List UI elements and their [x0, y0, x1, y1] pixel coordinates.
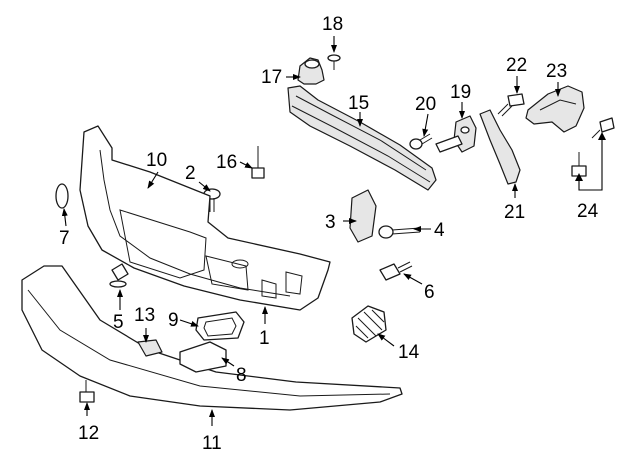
callout-24: 24	[577, 201, 599, 222]
part-19-absorber	[435, 115, 477, 153]
callout-8: 8	[236, 365, 247, 386]
callout-12: 12	[78, 423, 99, 444]
part-5-clip	[109, 263, 129, 288]
callout-11: 11	[202, 433, 222, 454]
part-20-bolt	[409, 133, 433, 150]
callout-15: 15	[348, 93, 369, 114]
part-12-clip	[79, 380, 95, 403]
callout-18: 18	[322, 14, 343, 35]
callout-14: 14	[398, 342, 420, 363]
part-15-impact-bar	[287, 85, 437, 191]
part-4-bolt	[378, 225, 421, 239]
callout-6: 6	[424, 282, 435, 303]
part-7-cap	[55, 183, 69, 209]
part-22-bolt	[497, 93, 525, 117]
part-6-bolt	[379, 261, 413, 281]
callout-22: 22	[506, 55, 527, 76]
part-21-bracket	[479, 109, 521, 185]
callout-7: 7	[59, 228, 70, 249]
callout-23: 23	[546, 61, 567, 82]
part-14-grille-insert	[351, 305, 387, 343]
part-11-spoiler	[21, 265, 403, 411]
part-18-pin	[327, 54, 341, 70]
callout-10: 10	[146, 150, 167, 171]
callout-13: 13	[134, 305, 155, 326]
callout-16: 16	[216, 152, 237, 173]
part-17-guide	[297, 57, 325, 85]
callout-21: 21	[504, 202, 525, 223]
callout-2: 2	[185, 163, 196, 184]
part-1-bumper-cover	[79, 125, 331, 311]
callout-9: 9	[168, 310, 179, 331]
callout-labels: 1 2 3 4 5 6 7 8 9 10 11 12 13 14 15 16 1…	[59, 14, 599, 454]
callout-1: 1	[259, 328, 270, 349]
part-8-cover	[179, 341, 227, 373]
part-16-bolt	[251, 146, 265, 179]
callout-17: 17	[261, 67, 282, 88]
part-9-frame	[195, 311, 245, 341]
callout-19: 19	[450, 82, 471, 103]
leader-lines	[61, 36, 606, 426]
part-13-bracket	[137, 339, 163, 357]
callout-3: 3	[325, 212, 336, 233]
callout-5: 5	[113, 312, 124, 333]
callout-20: 20	[415, 94, 436, 115]
part-23-mount-bracket	[525, 85, 585, 133]
part-24-bolts	[571, 117, 615, 177]
part-3-bracket	[349, 189, 377, 243]
callout-4: 4	[434, 220, 445, 241]
